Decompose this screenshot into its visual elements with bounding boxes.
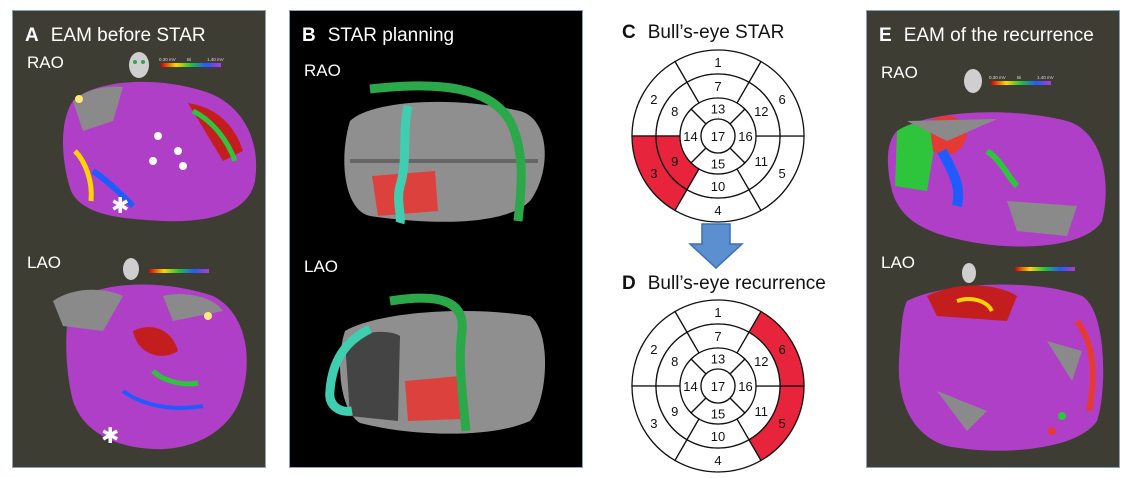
lao-coronary bbox=[389, 293, 471, 432]
panel-e-rao-label: RAO bbox=[881, 63, 918, 82]
segment-label-9: 9 bbox=[671, 404, 678, 419]
lao-esophagus bbox=[325, 324, 373, 416]
segment-label-2: 2 bbox=[650, 342, 657, 357]
exit-site-marker-lao: ✱ bbox=[101, 423, 119, 448]
scale-mid-label: Bi bbox=[187, 57, 191, 62]
segment-label-1: 1 bbox=[714, 305, 721, 320]
panel-a-rao-label: RAO bbox=[27, 53, 64, 72]
segment-17 bbox=[700, 118, 736, 154]
scale-mid-label-e: Bi bbox=[1017, 75, 1021, 80]
panel-e-lao-label: LAO bbox=[881, 253, 916, 272]
panel-b-planning bbox=[325, 81, 546, 434]
segment-label-13: 13 bbox=[711, 352, 725, 367]
panel-e-maps: 0.30 mV Bi 1.40 mV bbox=[887, 69, 1106, 451]
rao-target-volume bbox=[372, 171, 438, 216]
panel-b-lao-label: LAO bbox=[304, 257, 339, 276]
segment-label-10: 10 bbox=[711, 429, 725, 444]
lao-recurrence-map bbox=[898, 284, 1104, 451]
segment-label-15: 15 bbox=[711, 157, 725, 172]
segment-label-16: 16 bbox=[738, 379, 752, 394]
segment-label-10: 10 bbox=[711, 179, 725, 194]
panel-b-rao-label: RAO bbox=[304, 61, 341, 80]
segment-label-17: 17 bbox=[711, 379, 725, 394]
voltage-scale-bar-e bbox=[991, 81, 1051, 85]
rao-esophagus bbox=[394, 104, 413, 225]
exit-site-marker: ✱ bbox=[111, 193, 129, 218]
segment-label-17: 17 bbox=[711, 129, 725, 144]
segment-label-3: 3 bbox=[650, 416, 657, 431]
scale-high-label: 1.40 mV bbox=[207, 57, 224, 62]
segment-label-11: 11 bbox=[755, 404, 769, 419]
segment-label-2: 2 bbox=[650, 92, 657, 107]
segment-label-6: 6 bbox=[778, 342, 785, 357]
segment-label-11: 11 bbox=[755, 154, 769, 169]
segment-label-14: 14 bbox=[683, 379, 697, 394]
face-icon-e bbox=[964, 69, 982, 93]
segment-label-7: 7 bbox=[714, 79, 721, 94]
lao-target-volume bbox=[405, 376, 462, 421]
scale-high-label-e: 1.40 mV bbox=[1037, 75, 1054, 80]
rao-coronary bbox=[369, 81, 526, 222]
face-icon-lao bbox=[123, 258, 139, 280]
scale-low-label: 0.30 mV bbox=[159, 57, 176, 62]
segment-label-15: 15 bbox=[711, 407, 725, 422]
segment-label-7: 7 bbox=[714, 329, 721, 344]
segment-label-5: 5 bbox=[778, 416, 785, 431]
segment-label-16: 16 bbox=[738, 129, 752, 144]
segment-label-4: 4 bbox=[714, 453, 721, 468]
segment-17 bbox=[700, 368, 736, 404]
segment-label-6: 6 bbox=[778, 92, 785, 107]
segment-label-14: 14 bbox=[683, 129, 697, 144]
down-arrow bbox=[688, 223, 744, 270]
segment-label-4: 4 bbox=[714, 203, 721, 218]
segment-label-1: 1 bbox=[714, 55, 721, 70]
segment-label-3: 3 bbox=[650, 166, 657, 181]
segment-label-5: 5 bbox=[778, 166, 785, 181]
voltage-scale-bar bbox=[161, 63, 221, 67]
segment-label-12: 12 bbox=[754, 354, 768, 369]
segment-label-8: 8 bbox=[671, 104, 678, 119]
face-icon bbox=[129, 52, 149, 78]
segment-label-13: 13 bbox=[711, 102, 725, 117]
panel-a-maps: 0.30 mV Bi 1.40 mV ✱ ✱ bbox=[53, 52, 257, 450]
segment-label-9: 9 bbox=[671, 154, 678, 169]
panel-a-lao-label: LAO bbox=[27, 253, 62, 272]
segment-label-12: 12 bbox=[754, 104, 768, 119]
scale-low-label-e: 0.30 mV bbox=[989, 75, 1006, 80]
segment-label-8: 8 bbox=[671, 354, 678, 369]
